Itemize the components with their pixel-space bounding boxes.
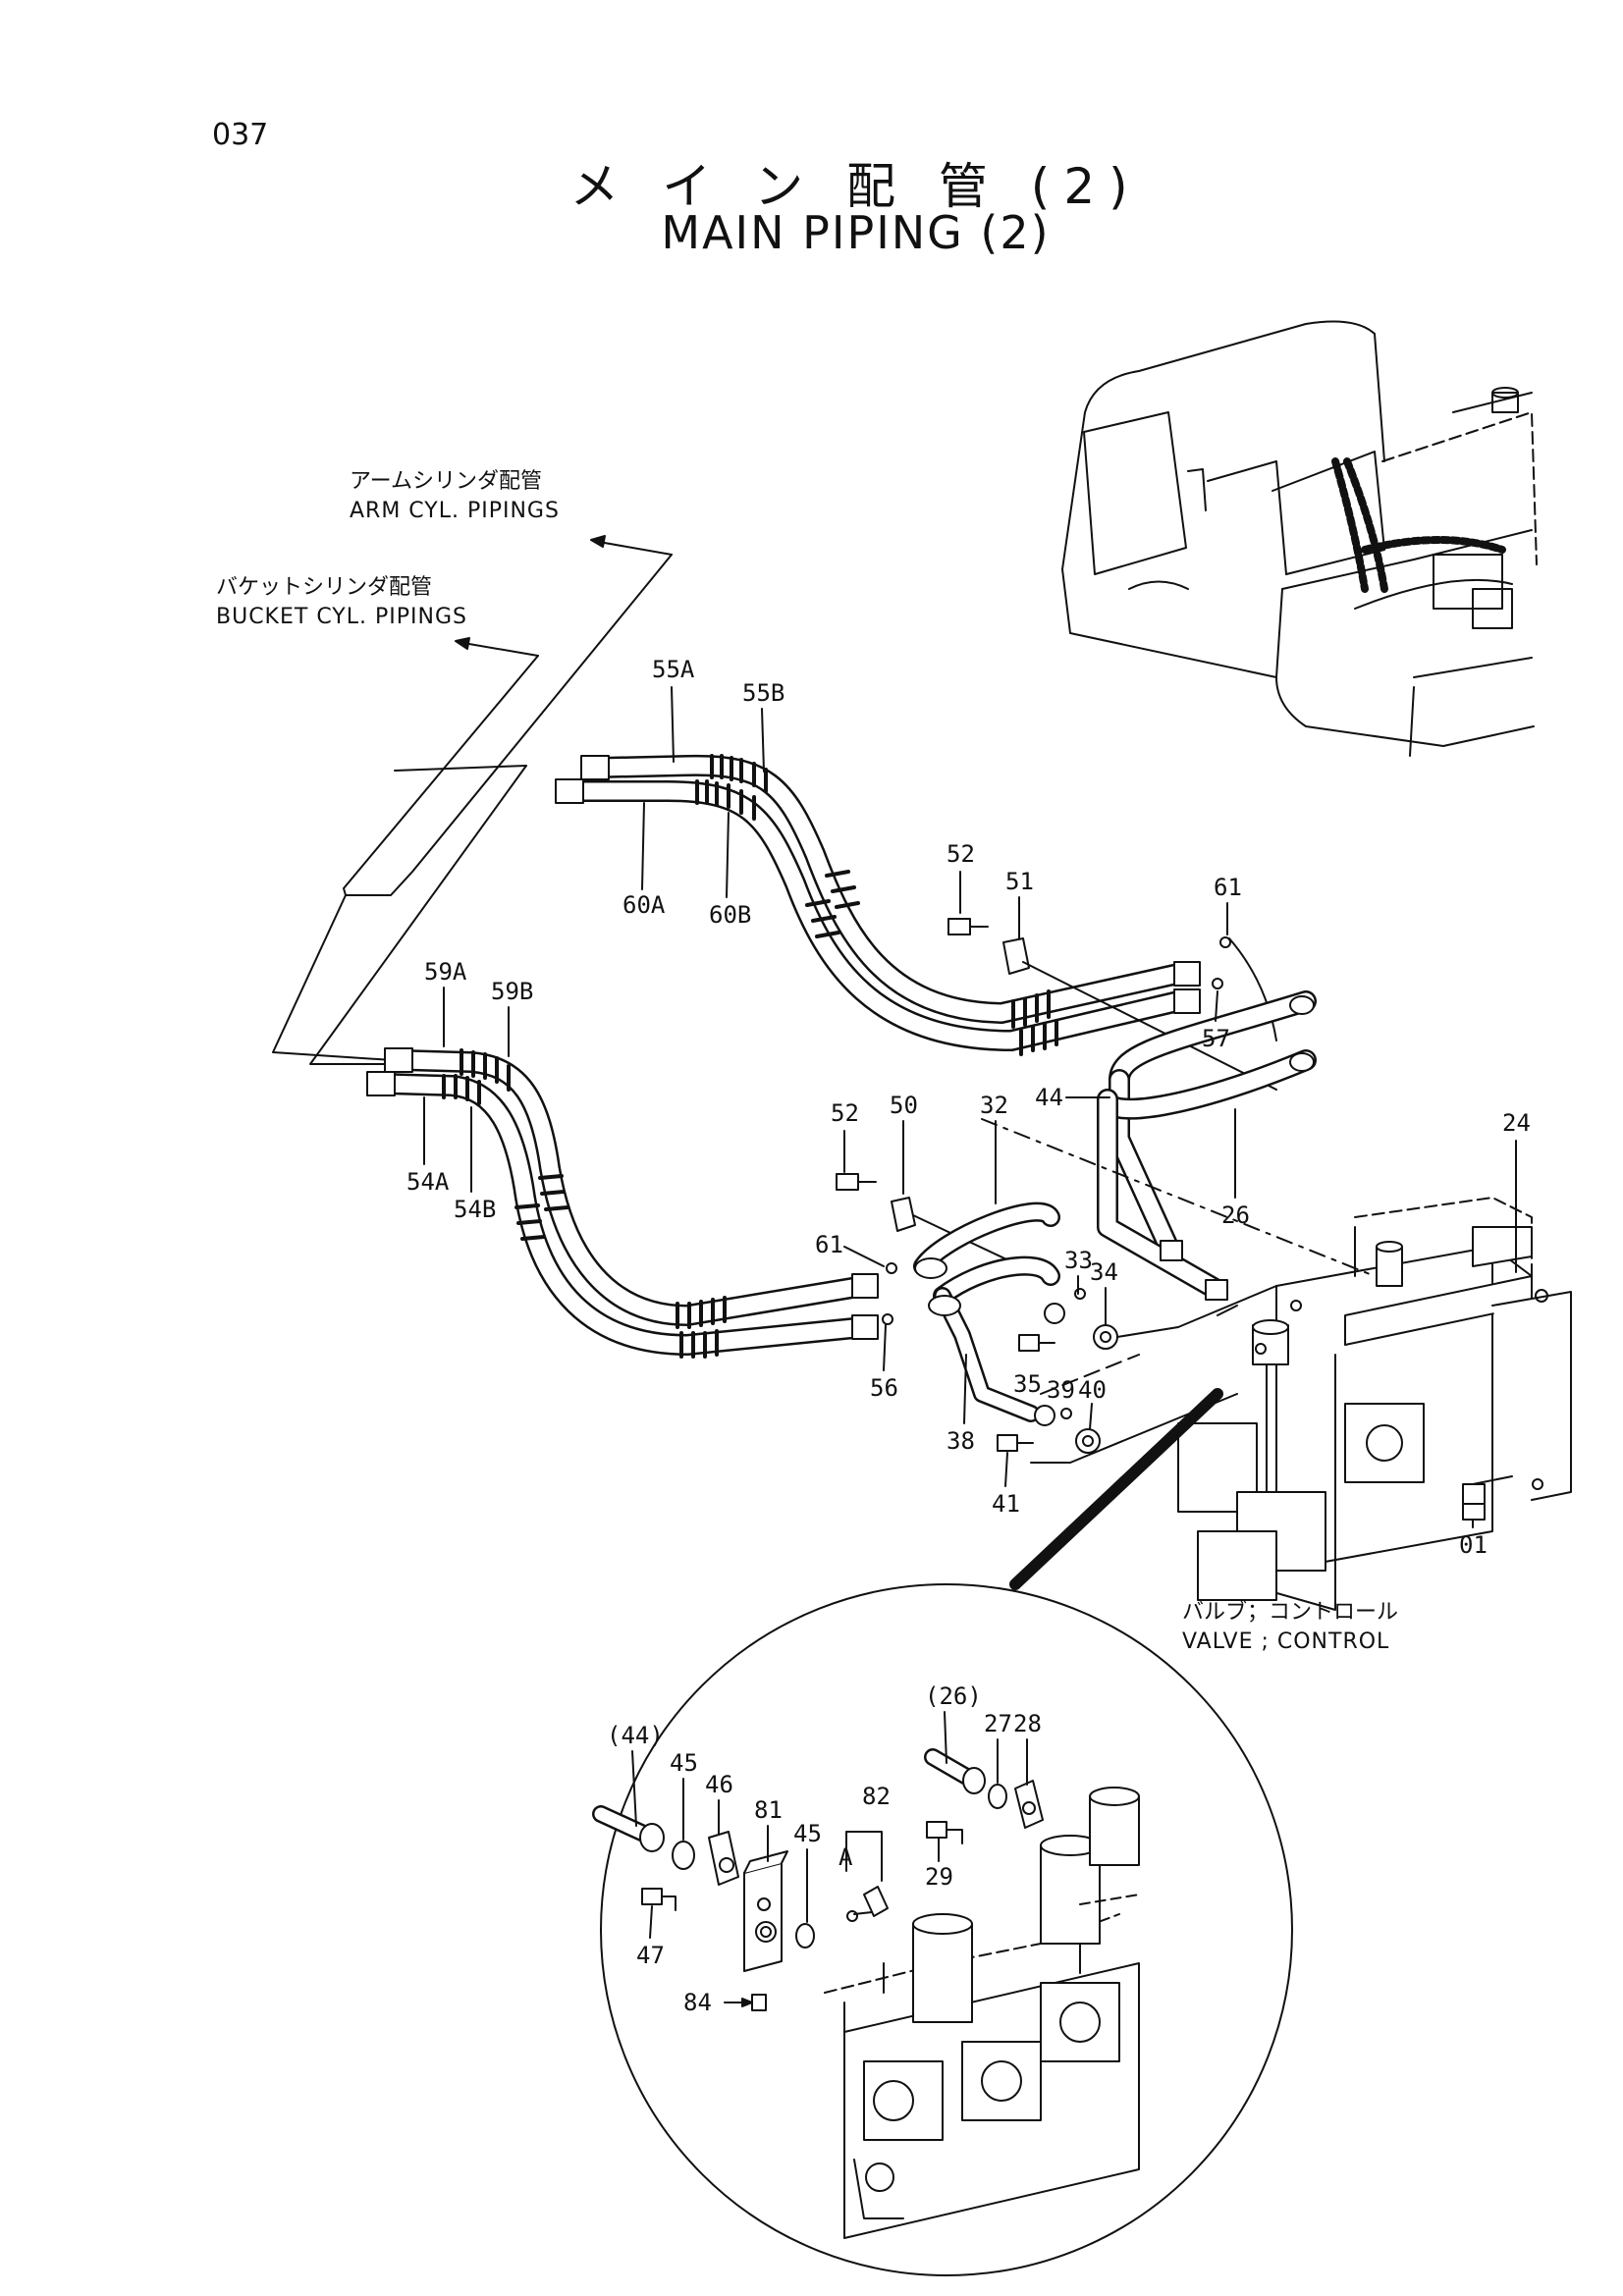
title-english: MAIN PIPING (2) [661,206,1051,259]
detail-label-45-left: 45 [670,1749,698,1777]
detail-label-84: 84 [683,1989,712,2016]
detail-label-28: 28 [1013,1710,1042,1737]
detail-label-46: 46 [705,1771,733,1798]
part-label-32: 32 [980,1092,1008,1119]
part-label-26: 26 [1221,1201,1250,1229]
fittings-and-clamps [836,918,1317,1464]
arm-cyl-pipings-callout: アームシリンダ配管 ARM CYL. PIPINGS [350,467,560,526]
part-label-51: 51 [1005,868,1034,895]
part-label-54b: 54B [454,1196,496,1223]
part-label-38: 38 [947,1427,975,1455]
callout-leader-lines [272,535,673,1065]
arm-cyl-pipings-en: ARM CYL. PIPINGS [350,499,560,523]
part-label-40: 40 [1078,1376,1107,1404]
control-valve-jp: バルブ；コントロール [1182,1600,1399,1625]
part-label-55a: 55A [652,656,695,683]
part-label-55b: 55B [742,679,784,707]
part-label-59a: 59A [424,958,467,986]
part-label-61-upper: 61 [1214,874,1242,901]
part-label-33: 33 [1064,1247,1093,1274]
part-number-labels: 55A 55B 60A 60B 59A 59B 54A 54B 52 51 61… [406,656,1531,1559]
detail-label-a: A [839,1843,853,1871]
detail-label-82: 82 [862,1783,891,1810]
part-label-34: 34 [1090,1258,1118,1286]
upper-hose-bundle [555,754,1201,1056]
title-japanese: メ イ ン 配 管 (2) [569,158,1142,215]
detail-label-26: (26) [925,1682,982,1710]
part-label-35: 35 [1013,1370,1042,1398]
part-label-39: 39 [1047,1376,1075,1404]
control-valve-assembly [1177,1197,1572,1611]
detail-leader [981,1118,1376,1590]
part-label-57: 57 [1202,1025,1230,1052]
part-label-54a: 54A [406,1168,450,1196]
lower-hose-bundle [366,1047,879,1359]
detail-label-29: 29 [925,1863,953,1891]
part-label-52-upper: 52 [947,840,975,868]
detail-label-45-right: 45 [793,1820,822,1847]
part-label-41: 41 [992,1490,1020,1518]
control-valve-callout: バルブ；コントロール VALVE ; CONTROL [1182,1598,1398,1657]
bucket-cyl-pipings-en: BUCKET CYL. PIPINGS [216,605,467,629]
detail-part-labels: (44) 45 46 47 81 45 A 82 84 (26) 27 28 2… [607,1682,1042,2016]
page-number: 037 [212,118,269,152]
part-label-60b: 60B [709,901,751,929]
part-label-56: 56 [870,1374,898,1402]
excavator-cab-thumbnail [1061,320,1538,757]
part-label-44: 44 [1035,1084,1063,1111]
part-label-24: 24 [1502,1109,1531,1137]
detail-label-44: (44) [607,1722,664,1749]
detail-label-47: 47 [636,1942,665,1969]
control-valve-en: VALVE ; CONTROL [1182,1629,1390,1654]
bucket-cyl-pipings-callout: バケットシリンダ配管 BUCKET CYL. PIPINGS [216,573,467,632]
bucket-cyl-pipings-jp: バケットシリンダ配管 [216,575,433,600]
part-label-52-lower: 52 [831,1099,859,1127]
detail-label-27: 27 [984,1710,1012,1737]
part-label-01: 01 [1459,1531,1488,1559]
part-label-59b: 59B [491,978,533,1005]
arm-cyl-pipings-jp: アームシリンダ配管 [350,469,543,494]
detail-circle [592,1583,1293,2276]
detail-label-81: 81 [754,1796,783,1824]
part-label-50: 50 [890,1092,918,1119]
part-label-60a: 60A [622,891,666,919]
part-label-61-lower: 61 [815,1231,843,1258]
